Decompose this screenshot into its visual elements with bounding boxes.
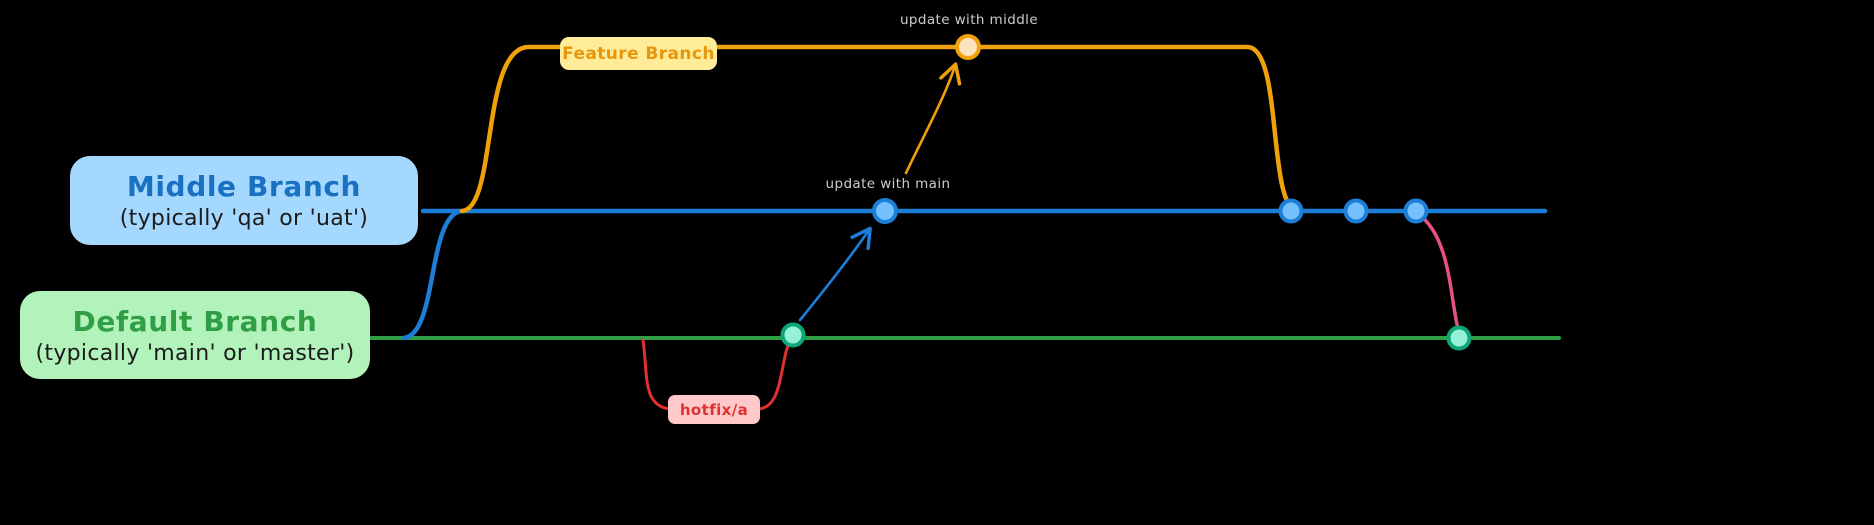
middle-commit-2 — [1343, 198, 1369, 224]
middle-update-commit — [872, 198, 898, 224]
default-branch-title: Default Branch — [72, 304, 318, 338]
feature-branch-label: Feature Branch — [560, 37, 717, 70]
middle-branch-subtitle: (typically 'qa' or 'uat') — [119, 206, 369, 231]
hotfix-label: hotfix/a — [668, 395, 760, 424]
hotfix-merge-curve — [757, 336, 793, 411]
update-with-main-annotation: update with main — [825, 176, 951, 192]
update-with-main-arrow — [798, 226, 872, 322]
default-branch-subtitle: (typically 'main' or 'master') — [35, 340, 355, 366]
middle-branch-box: Middle Branch (typically 'qa' or 'uat') — [70, 156, 418, 245]
hotfix-label-text: hotfix/a — [679, 400, 749, 419]
middle-branch-fork-curve — [401, 208, 465, 341]
feature-update-commit — [955, 34, 981, 60]
default-branch-box: Default Branch (typically 'main' or 'mas… — [20, 291, 370, 379]
default-hotfix-merge-commit — [780, 322, 806, 348]
feature-branch-label-text: Feature Branch — [562, 43, 715, 64]
hotfix-fork-curve — [641, 338, 672, 411]
middle-to-default-merge-curve — [1416, 212, 1460, 331]
default-final-merge-commit — [1446, 325, 1472, 351]
middle-commit-3 — [1403, 198, 1429, 224]
feature-branch-line — [459, 44, 1301, 214]
middle-branch-title: Middle Branch — [126, 170, 362, 203]
update-with-middle-arrow — [904, 62, 962, 175]
update-with-middle-annotation: update with middle — [899, 12, 1039, 28]
middle-commit-1 — [1278, 198, 1304, 224]
